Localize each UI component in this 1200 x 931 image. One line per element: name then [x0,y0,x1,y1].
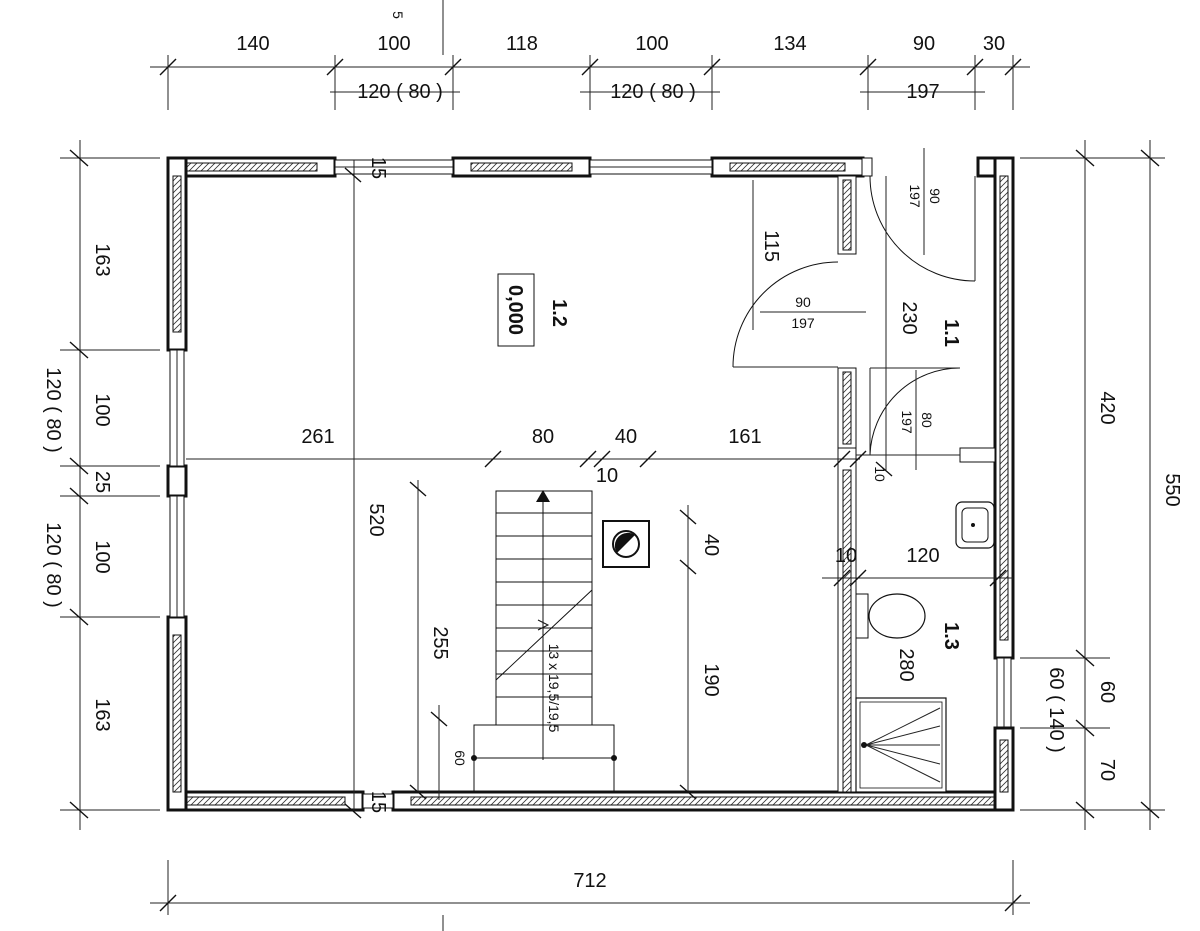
level-mark: 0,000 [504,285,526,335]
dim-10-wall: 10 [872,466,888,482]
dim-right-420: 420 [1096,391,1118,424]
dim-190: 190 [700,663,722,696]
dim-right-60: 60 [1096,681,1118,703]
dim-60-stair: 60 [452,750,468,766]
dim-115: 115 [760,230,782,262]
door2-width: 90 [927,188,943,204]
dim-15-bottom: 15 [367,791,389,813]
dim-280: 280 [895,648,917,681]
door-entrance: 90 197 [861,148,976,282]
dim-left-120-80b: 120 ( 80 ) [42,522,64,608]
dim-left-100b: 100 [91,540,113,573]
dim-161: 161 [728,426,761,448]
dim-top-5: 5 [390,11,406,19]
dim-left-163b: 163 [91,698,113,731]
staircase: 13 x 19,5/19,5 [471,490,617,793]
dim-left-120-80a: 120 ( 80 ) [42,367,64,453]
dim-261: 261 [301,426,334,448]
dim-top-100b: 100 [635,33,668,55]
door3-height: 197 [899,410,915,434]
sink-fixture [955,501,995,549]
top-dimension-chain: 140 100 118 100 134 90 30 120 ( 80 ) 120… [150,0,1030,110]
chimney-symbol [602,520,650,568]
dim-top-197: 197 [906,81,939,103]
room-labels: 0,000 1.2 1.1 1.3 [497,273,962,650]
stair-label: 13 x 19,5/19,5 [546,644,562,733]
bottom-dimension-chain: 712 [150,860,1030,931]
door-bathroom: 80 197 [869,367,961,470]
shower-fixture [855,697,947,793]
exterior-walls [166,156,1015,812]
interior-dimensions: 261 80 40 161 10 520 255 60 40 190 230 1… [186,157,1013,819]
dim-230: 230 [898,301,920,334]
dim-left-163a: 163 [91,243,113,276]
dim-top-100a: 100 [377,33,410,55]
dim-top-120-80b: 120 ( 80 ) [610,81,696,103]
door2-height: 197 [907,184,923,208]
dim-10b: 10 [835,545,857,567]
door1-height: 197 [791,315,815,331]
dim-left-100a: 100 [91,393,113,426]
dim-80: 80 [532,426,554,448]
right-dimension-chain: 420 550 60 60 ( 140 ) 70 [1020,140,1183,830]
dim-bottom-712: 712 [573,870,606,892]
room-label-1-1: 1.1 [940,319,962,347]
door1-width: 90 [795,294,811,310]
dim-top-134: 134 [773,33,806,55]
dim-255: 255 [429,626,451,659]
door-room-1-2: 90 197 115 [732,180,866,368]
door3-width: 80 [919,412,935,428]
dim-top-90: 90 [913,33,935,55]
dim-top-120-80a: 120 ( 80 ) [357,81,443,103]
dim-top-30: 30 [983,33,1005,55]
dim-10a: 10 [596,465,618,487]
dim-top-118: 118 [506,33,538,55]
dim-right-70: 70 [1096,759,1118,781]
dim-right-60-140: 60 ( 140 ) [1045,667,1067,753]
dim-120: 120 [906,545,939,567]
room-label-1-2: 1.2 [548,299,570,327]
dim-left-25: 25 [91,471,113,493]
toilet-fixture [855,593,926,639]
room-label-1-3: 1.3 [940,622,962,650]
dim-top-140: 140 [236,33,269,55]
interior-walls [837,175,996,793]
dim-40v: 40 [700,534,722,556]
dim-520: 520 [365,503,387,536]
dim-15-top: 15 [367,157,389,179]
left-dimension-chain: 163 100 120 ( 80 ) 25 100 120 ( 80 ) 163 [42,140,160,830]
dim-40: 40 [615,426,637,448]
dim-right-550: 550 [1161,473,1183,506]
